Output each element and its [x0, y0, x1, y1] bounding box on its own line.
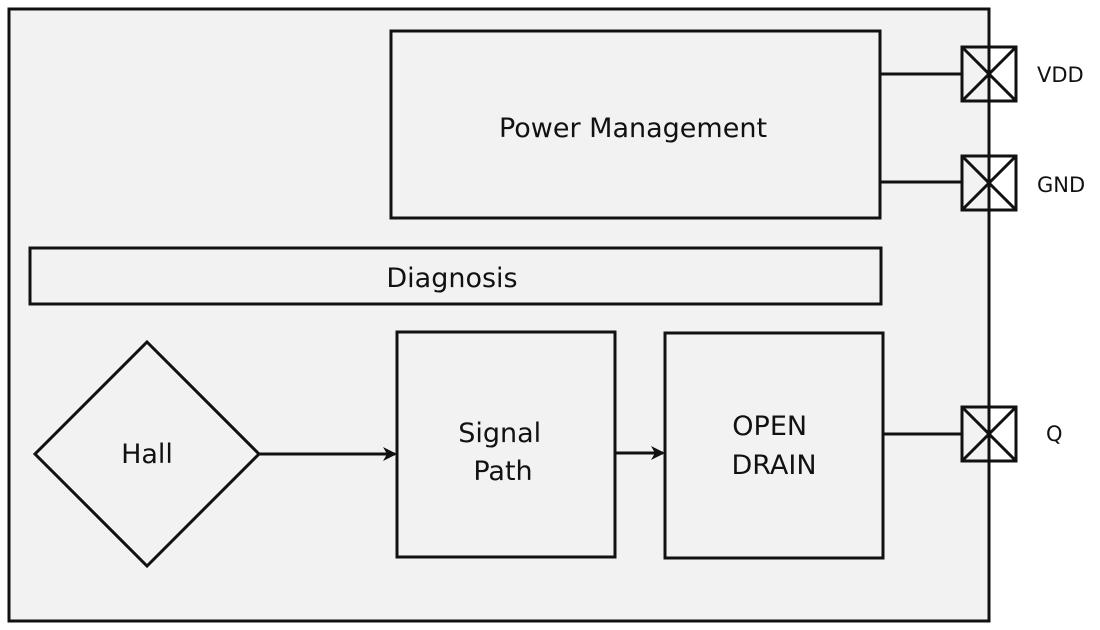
- signal-path-block: [395, 330, 617, 559]
- signal-path-label-line-2: Path: [473, 456, 532, 487]
- power-management-label: Power Management: [499, 113, 767, 144]
- open-drain-block: [663, 331, 885, 560]
- open-drain-label-line-1: OPEN: [732, 411, 807, 442]
- vdd-pin-cross-icon-2: [960, 45, 1018, 103]
- vdd-pin-box: [960, 45, 1018, 103]
- vdd-pin-label: VDD: [1037, 63, 1084, 87]
- gnd-pin-box: [960, 154, 1018, 212]
- q-pin-box: [960, 405, 1018, 463]
- gnd-pin-cross-icon-2: [960, 154, 1018, 212]
- q-pin-cross-icon-2: [960, 405, 1018, 463]
- hall-label: Hall: [121, 439, 173, 470]
- signal-path-label-line-1: Signal: [458, 418, 541, 449]
- diagnosis-block: [28, 246, 883, 306]
- gnd-pin-label: GND: [1037, 173, 1085, 197]
- diagnosis-label: Diagnosis: [386, 263, 517, 294]
- chip-outline: [7, 7, 991, 623]
- q-pin: Q: [960, 405, 1063, 463]
- open-drain-label: OPEN DRAIN: [731, 411, 816, 481]
- open-drain-label-line-2: DRAIN: [731, 450, 816, 481]
- power-management-block: [389, 29, 882, 220]
- q-pin-label: Q: [1046, 422, 1063, 446]
- signal-path-label: Signal Path: [458, 418, 550, 487]
- gnd-pin: GND: [960, 154, 1085, 212]
- vdd-pin: VDD: [960, 45, 1084, 103]
- hall-sensor-diamond: [32, 339, 262, 569]
